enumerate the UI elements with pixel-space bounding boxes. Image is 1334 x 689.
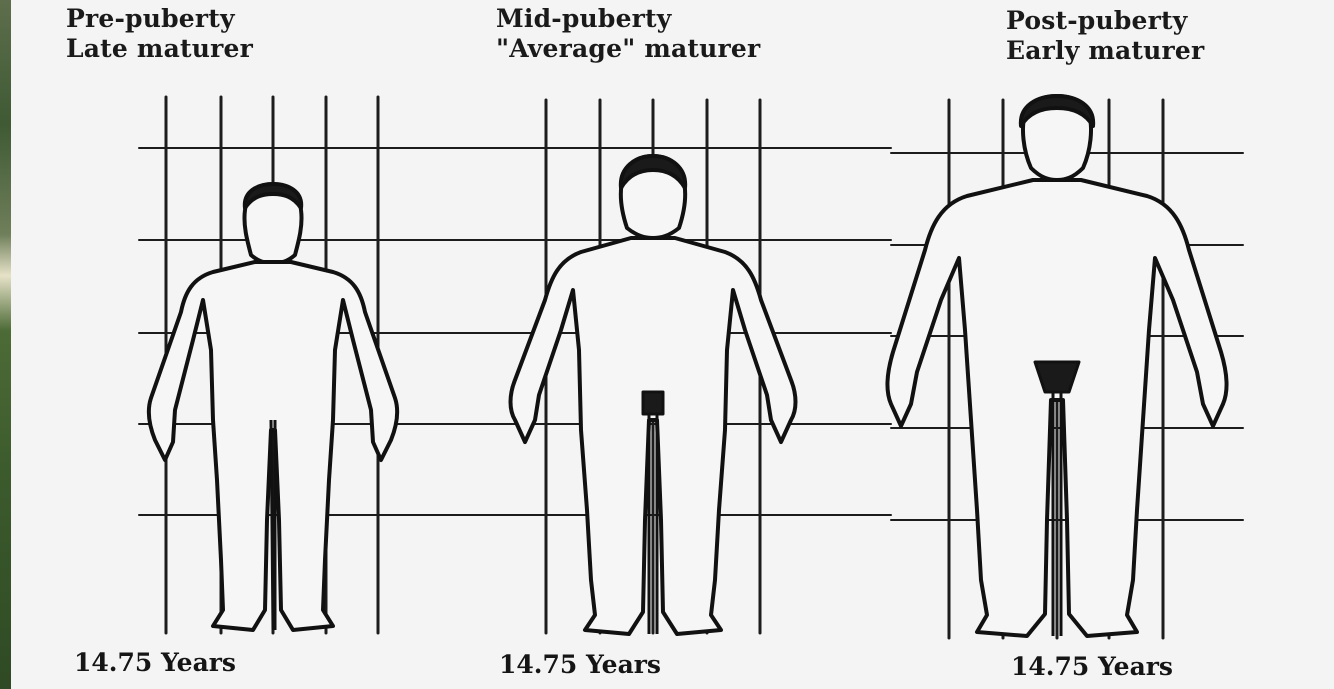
- diagram-canvas: Pre-puberty Late maturer Mid-puberty "Av…: [11, 0, 1334, 689]
- background-photo-edge: [0, 0, 11, 689]
- figure-pre-puberty: [149, 184, 397, 630]
- panel-2-age-label: 14.75 Years: [499, 650, 661, 679]
- figure-drawing: [11, 0, 1334, 689]
- panel-3-age-label: 14.75 Years: [1011, 652, 1173, 681]
- panel-1-age-label: 14.75 Years: [74, 648, 236, 677]
